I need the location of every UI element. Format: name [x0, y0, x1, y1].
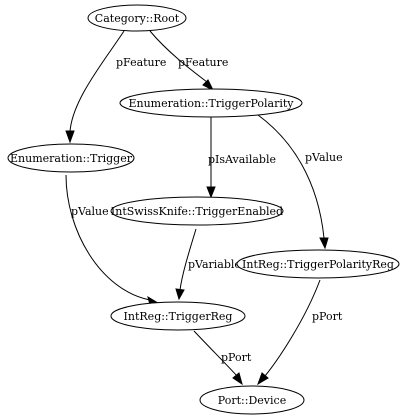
- edge-label-pisavailable: pIsAvailable: [208, 153, 276, 166]
- edge-label-pport-right: pPort: [312, 310, 343, 323]
- edge-trigger-to-trigger-reg: pValue: [65, 174, 160, 306]
- edge-label-pvalue-left: pValue: [71, 205, 109, 218]
- edge-polarity-to-enabled: pIsAvailable: [206, 117, 276, 199]
- edge-line: [264, 279, 321, 377]
- node-port-device: Port::Device: [199, 385, 305, 415]
- edge-label-pfeature-right: pFeature: [178, 56, 228, 69]
- edge-polarity-reg-to-device: pPort: [257, 279, 343, 386]
- node-label: Enumeration::Trigger: [10, 152, 133, 165]
- node-ellipse: [110, 196, 284, 226]
- arrowhead: [206, 186, 216, 199]
- edge-label-pvalue-right: pValue: [305, 151, 343, 164]
- edge-label-pport-left: pPort: [221, 351, 252, 364]
- edge-line: [69, 30, 125, 133]
- arrowhead: [65, 130, 75, 144]
- node-ellipse: [87, 4, 187, 32]
- edge-line: [65, 174, 151, 301]
- edge-label-pvariable: pVariable: [188, 258, 241, 271]
- node-label: IntReg::TriggerPolarityReg: [242, 258, 394, 271]
- node-enumeration-trigger: Enumeration::Trigger: [7, 143, 135, 173]
- node-intswissknife-triggerenabled: IntSwissKnife::TriggerEnabled: [110, 196, 284, 226]
- edge-trigger-reg-to-device: pPort: [193, 330, 252, 386]
- node-label: Category::Root: [95, 12, 180, 25]
- node-intreg-triggerpolarityreg: IntReg::TriggerPolarityReg: [236, 249, 400, 279]
- edge-root-to-trigger: pFeature: [65, 30, 166, 144]
- arrowhead: [175, 288, 185, 301]
- node-label: Enumeration::TriggerPolarity: [128, 97, 294, 110]
- edge-label-pfeature-left: pFeature: [116, 56, 166, 69]
- node-ellipse: [7, 143, 135, 173]
- arrowhead: [319, 237, 329, 250]
- edge-line: [179, 228, 197, 291]
- node-ellipse: [110, 301, 246, 331]
- edge-enabled-to-trigger-reg: pVariable: [175, 228, 241, 301]
- arrowhead: [202, 79, 215, 92]
- node-intreg-triggerreg: IntReg::TriggerReg: [110, 301, 246, 331]
- arrowhead: [232, 372, 243, 386]
- edge-line: [257, 114, 325, 239]
- edge-line: [193, 330, 238, 377]
- node-label: IntReg::TriggerReg: [124, 310, 233, 323]
- arrowhead: [257, 372, 269, 386]
- edge-polarity-to-polarity-reg: pValue: [257, 114, 343, 250]
- node-category-root: Category::Root: [87, 4, 187, 32]
- node-ellipse: [236, 249, 400, 279]
- node-enumeration-triggerpolarity: Enumeration::TriggerPolarity: [119, 88, 303, 118]
- edge-root-to-trigger-polarity: pFeature: [149, 30, 228, 92]
- node-ellipse: [199, 385, 305, 415]
- edge-line: [149, 30, 208, 83]
- node-label: IntSwissKnife::TriggerEnabled: [111, 205, 283, 218]
- node-label: Port::Device: [218, 394, 286, 407]
- node-ellipse: [119, 88, 303, 118]
